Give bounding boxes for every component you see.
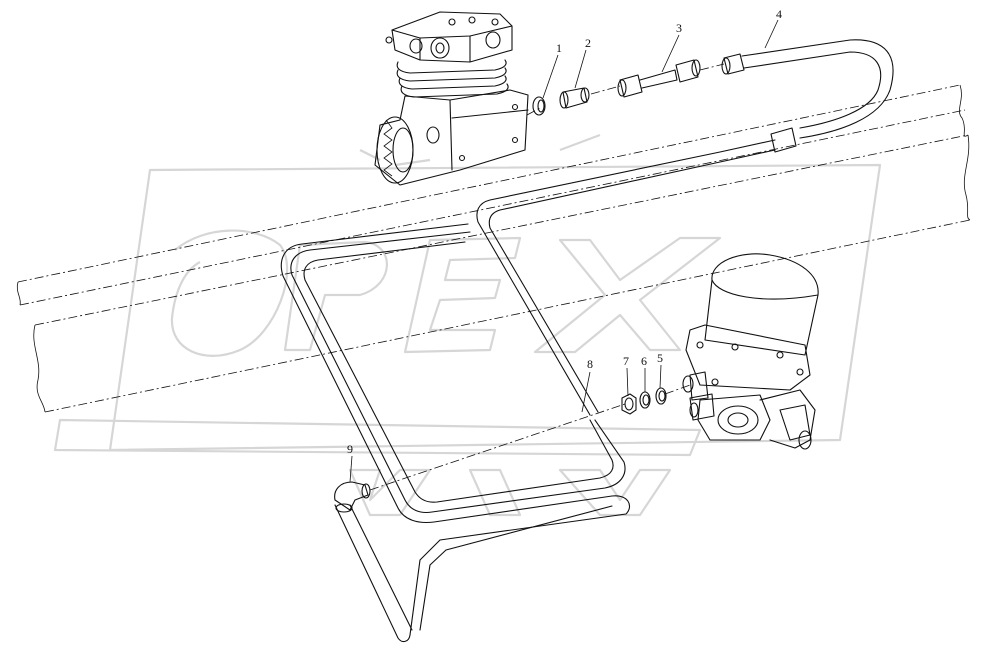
nut bbox=[621, 393, 637, 415]
callout-8: 8 bbox=[587, 357, 593, 371]
air-dryer bbox=[682, 253, 819, 450]
callout-5: 5 bbox=[657, 351, 663, 365]
opex-watermark bbox=[53, 133, 882, 517]
air-compressor bbox=[374, 11, 529, 186]
callout-9: 9 bbox=[347, 442, 353, 456]
callout-6: 6 bbox=[641, 354, 647, 368]
pipe-union bbox=[617, 59, 701, 98]
callout-4: 4 bbox=[776, 7, 782, 21]
coiled-pipe-assembly bbox=[280, 223, 630, 643]
elbow-fitting bbox=[334, 481, 371, 513]
callout-3: 3 bbox=[676, 21, 682, 35]
frame-rail bbox=[16, 84, 971, 413]
callout-2: 2 bbox=[585, 36, 591, 50]
sealing-ring-6 bbox=[639, 391, 651, 409]
pipe-assembly bbox=[476, 39, 894, 416]
callout-7: 7 bbox=[623, 354, 629, 368]
leader-lines bbox=[349, 19, 779, 491]
sealing-washer bbox=[532, 96, 546, 116]
adapter-fitting bbox=[559, 87, 590, 109]
callout-1: 1 bbox=[556, 41, 562, 55]
sealing-ring-5 bbox=[655, 387, 667, 405]
